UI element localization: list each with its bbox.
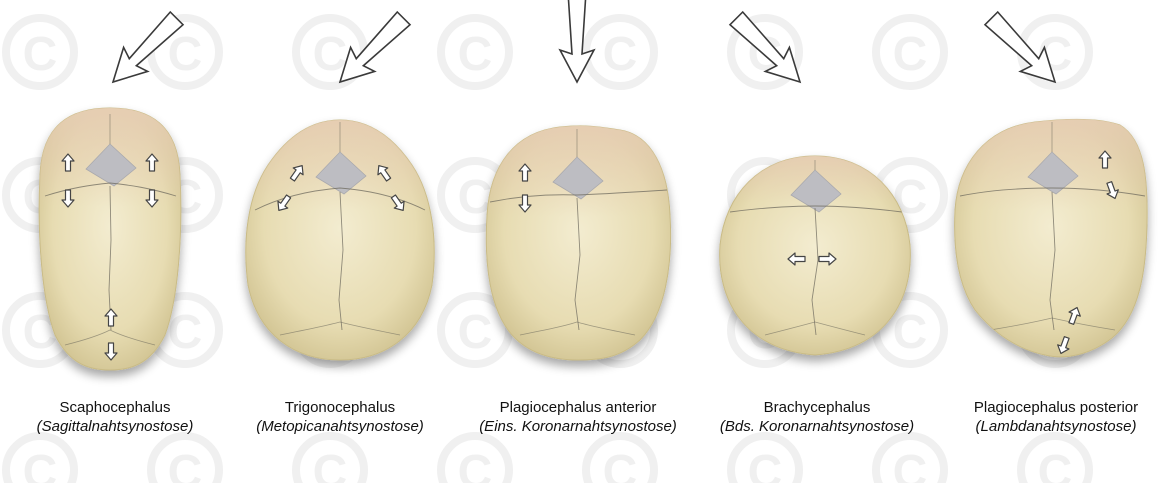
panel-brachycephalus bbox=[712, 6, 918, 355]
caption-plagiocephalus-anterior: Plagiocephalus anterior (Eins. Koronarna… bbox=[463, 398, 693, 436]
skull-illustration bbox=[477, 122, 677, 360]
watermark-copyright-icon: C bbox=[603, 28, 638, 81]
skull-illustration bbox=[30, 107, 190, 370]
watermark-copyright-icon: C bbox=[168, 28, 203, 81]
watermark-copyright-icon: C bbox=[893, 28, 928, 81]
watermark-copyright-icon: C bbox=[23, 446, 58, 483]
caption-subtitle: (Eins. Koronarnahtsynostose) bbox=[463, 417, 693, 436]
caption-brachycephalus: Brachycephalus (Bds. Koronarnahtsynostos… bbox=[702, 398, 932, 436]
skull-illustration bbox=[233, 115, 447, 360]
watermark-copyright-icon: C bbox=[748, 446, 783, 483]
caption-subtitle: (Sagittalnahtsynostose) bbox=[0, 417, 230, 436]
caption-title: Plagiocephalus anterior bbox=[463, 398, 693, 417]
watermark-copyright-icon: C bbox=[893, 446, 928, 483]
watermark-copyright-icon: C bbox=[23, 28, 58, 81]
watermark-copyright-icon: C bbox=[603, 446, 638, 483]
watermark-copyright-icon: C bbox=[893, 306, 928, 359]
caption-title: Plagiocephalus posterior bbox=[941, 398, 1171, 417]
caption-plagiocephalus-posterior: Plagiocephalus posterior (Lambdanahtsyno… bbox=[941, 398, 1171, 436]
caption-trigonocephalus: Trigonocephalus (Metopicanahtsynostose) bbox=[225, 398, 455, 436]
caption-title: Scaphocephalus bbox=[0, 398, 230, 417]
caption-subtitle: (Lambdanahtsynostose) bbox=[941, 417, 1171, 436]
watermark-copyright-icon: C bbox=[168, 306, 203, 359]
watermark-copyright-icon: C bbox=[1038, 446, 1073, 483]
caption-subtitle: (Metopicanahtsynostose) bbox=[225, 417, 455, 436]
caption-subtitle: (Bds. Koronarnahtsynostose) bbox=[702, 417, 932, 436]
watermark-copyright-icon: C bbox=[168, 446, 203, 483]
caption-scaphocephalus: Scaphocephalus (Sagittalnahtsynostose) bbox=[0, 398, 230, 436]
caption-title: Brachycephalus bbox=[702, 398, 932, 417]
watermark-copyright-icon: C bbox=[458, 446, 493, 483]
watermark-copyright-icon: C bbox=[458, 28, 493, 81]
watermark-copyright-icon: C bbox=[458, 306, 493, 359]
caption-title: Trigonocephalus bbox=[225, 398, 455, 417]
skull-illustration bbox=[950, 115, 1154, 357]
watermark-copyright-icon: C bbox=[313, 446, 348, 483]
skull-illustration bbox=[712, 153, 918, 355]
